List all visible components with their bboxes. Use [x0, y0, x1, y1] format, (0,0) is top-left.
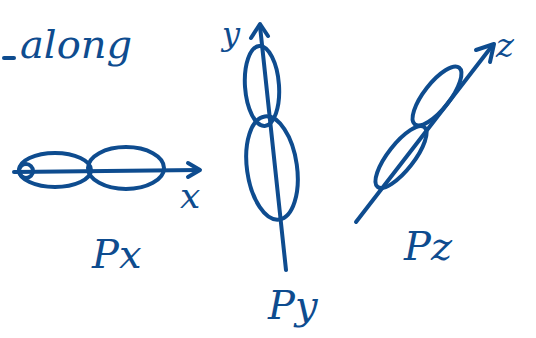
x-axis-arrowhead: [188, 163, 200, 177]
orbital-label: Py: [268, 285, 318, 325]
orbital-label: Px: [92, 234, 141, 274]
note-text: along: [20, 24, 132, 64]
pz-lobe: [367, 119, 434, 195]
pz-lobe: [405, 60, 470, 133]
axis-label: x: [180, 178, 200, 214]
x-axis: [14, 170, 198, 172]
py-lobe: [240, 113, 304, 223]
axis-label: z: [496, 28, 514, 62]
py-lobe: [242, 45, 281, 127]
y-axis-arrowhead: [251, 24, 268, 38]
z-axis-arrowhead: [476, 44, 494, 62]
axis-label: y: [222, 18, 240, 50]
orbital-label: Pz: [404, 226, 452, 266]
px-lobe: [88, 147, 164, 189]
pen-stroke: [4, 56, 14, 60]
px-lobe: [19, 153, 91, 187]
z-axis: [356, 46, 492, 222]
